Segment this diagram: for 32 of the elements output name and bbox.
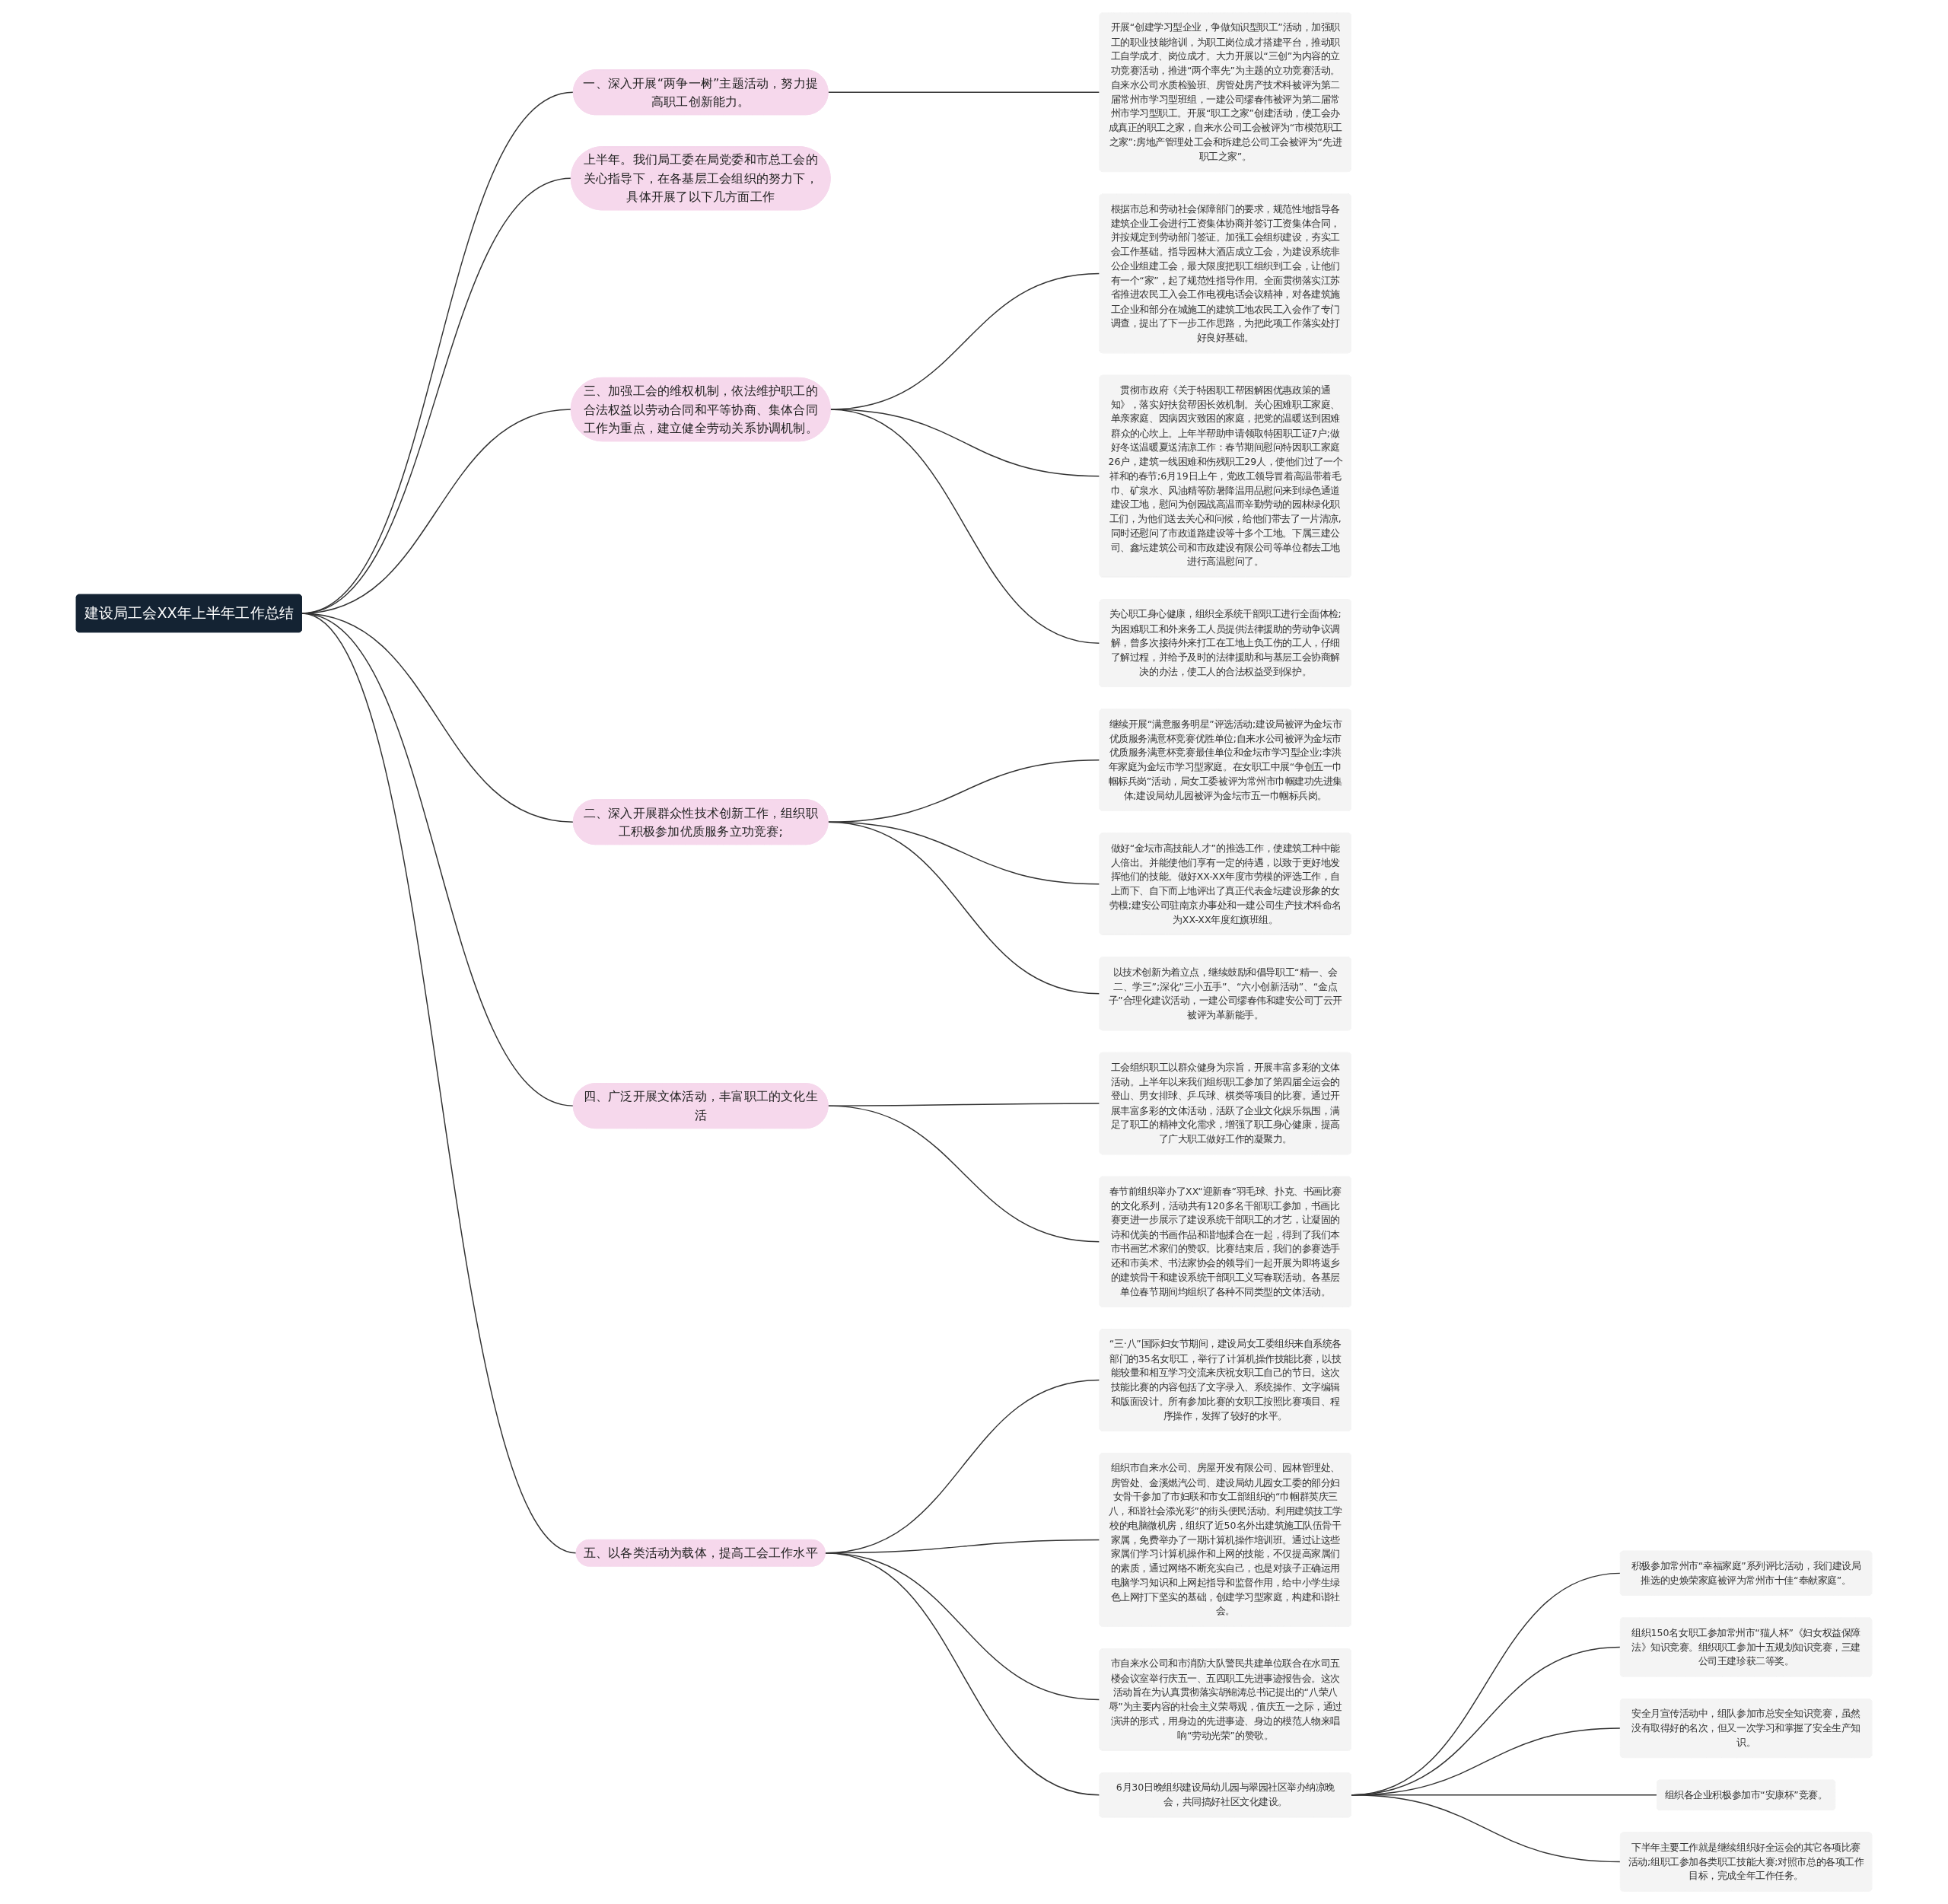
note-card: 组织150名女职工参加常州市“猫人杯”《妇女权益保障法》知识竞赛。组织职工参加十五规划知识竞赛，三建公司王建珍获二等奖。 — [1620, 1617, 1873, 1677]
note-card: 关心职工身心健康，组织全系统干部职工进行全面体检;为困难职工和外来务工人员提供法律援助的劳动争议调解，曾多次接待外来打工在工地上负工伤的工人，仔细了解过程，并给予及时的法律援助和与基层工会协商解决的办法，使工人的合法权益受到保护。 — [1099, 599, 1351, 687]
branch-topic: 三、加强工会的维权机制，依法维护职工的合法权益以劳动合同和平等协商、集体合同工作为重点，建立健全劳动关系协调机制。 — [571, 377, 831, 442]
note-card: 安全月宣传活动中，组队参加市总安全知识竞赛，虽然没有取得好的名次，但又一次学习和掌握了安全生产知识。 — [1620, 1699, 1873, 1758]
note-card: 积极参加常州市“幸福家庭”系列评比活动，我们建设局推选的史焕荣家庭被评为常州市十佳“奉献家庭”。 — [1620, 1550, 1873, 1596]
note-card: 贯彻市政府《关于特困职工帮困解困优惠政策的通知》，落实好扶贫帮困长效机制。关心困难职工家庭、单亲家庭、因病因灾致困的家庭，把党的温暖送到困难群众的心坎上。上年半帮助申请领取特困职工证7户;做好冬送温暖夏送清凉工作：春节期间慰问特因职工家庭26户，建筑一线困难和伤残职工29人，使他们过了一个祥和的春节;6月19日上午，党政工领导冒着高温带着毛巾、矿泉水、风油精等防暑降温用品慰问来到绿色通道建设工地，慰问为创园战高温而辛勤劳动的园林绿化职工们，为他们送去关心和问候，给他们带去了一片清凉,同时还慰问了市政道路建设等十多个工地。下属三建公司、鑫坛建筑公司和市政建设有限公司等单位都去工地进行高温慰问了。 — [1099, 374, 1351, 578]
note-card: 继续开展“满意服务明星”评选活动;建设局被评为金坛市优质服务满意杯竞赛优胜单位;自来水公司被评为金坛市优质服务满意杯竞赛最佳单位和金坛市学习型企业;李洪年家庭为金坛市学习型家庭。在女职工中展“争创五一巾帼标兵岗”活动，局女工委被评为常州市巾帼建功先进集体;建设局幼儿园被评为金坛市五一巾帼标兵岗。 — [1099, 708, 1351, 811]
note-card: 以技术创新为着立点，继续鼓励和倡导职工“精一、会二、学三”;深化“三小五手”、“六小创新活动”、“金点子”合理化建议活动，一建公司缪春伟和建安公司丁云开被评为革新能手。 — [1099, 957, 1351, 1031]
note-card: 根据市总和劳动社会保障部门的要求，规范性地指导各建筑企业工会进行工资集体协商并签订工资集体合同，并按规定到劳动部门签证。加强工会组织建设，夯实工会工作基础。指导园林大酒店成立工会，为建设系统非公企业组建工会，最大限度把职工组织到工会，让他们有一个“家”，起了规范性指导作用。全面贯彻落实江苏省推进农民工入会工作电视电话会议精神，对各建筑施工企业和部分在城施工的建筑工地农民工入会作了专门调查，提出了下一步工作思路，为把此项工作落实处打好良好基础。 — [1099, 193, 1351, 354]
note-card: “三·八”国际妇女节期间，建设局女工委组织来自系统各部门的35名女职工，举行了计算机操作技能比赛，以技能较量和相互学习交流来庆祝女职工自己的节日。这次技能比赛的内容包括了文字录入、系统操作、文字编辑和版面设计。所有参加比赛的女职工按照比赛项目、程序操作，发挥了较好的水平。 — [1099, 1329, 1351, 1431]
connector-line — [1350, 1794, 1622, 1863]
central-topic: 建设局工会XX年上半年工作总结 — [75, 594, 302, 633]
connector-line — [829, 409, 1100, 644]
note-card: 工会组织职工以群众健身为宗旨，开展丰富多彩的文体活动。上半年以来我们组织职工参加了第四届全运会的登山、男女排球、乒乓球、棋类等项目的比赛。通过开展丰富多彩的文体活动，活跃了企业文化娱乐氛围，满足了职工的精神文化需求，增强了职工身心健康，提高了广大职工做好工作的凝聚力。 — [1099, 1052, 1351, 1155]
note-card: 做好“金坛市高技能人才”的推选工作，使建筑工种中能人倍出。并能使他们享有一定的待遇，以致于更好地发挥他们的技能。做好XX-XX年度市劳模的评选工作，自上而下、自下而上地评出了真正代表金坛建设形象的女劳模;建安公司驻南京办事处和一建公司生产技术科命名为XX-XX年度红旗班组。 — [1099, 833, 1351, 935]
connector-line — [827, 91, 1100, 93]
branch-topic: 二、深入开展群众性技术创新工作，组织职工积极参加优质服务立功竞赛; — [573, 799, 829, 845]
connector-line — [827, 821, 1100, 995]
note-card: 市自来水公司和市消防大队警民共建单位联合在水司五楼会议室举行庆五一、五四职工先进事迹报告会。这次活动旨在为认真贯彻落实胡锦涛总书记提出的“八荣八辱”为主要内容的社会主义荣辱观，值庆五一之际，通过演讲的形式，用身边的先进事迹、身边的模范人物来唱响“劳动光荣”的赞歌。 — [1099, 1648, 1351, 1751]
note-card: 下半年主要工作就是继续组织好全运会的其它各项比赛活动;组职工参加各类职工技能大赛;对照市总的各项工作目标，完成全年工作任务。 — [1620, 1832, 1873, 1892]
note-card: 6月30日晚组织建设局幼儿园与翠园社区举办纳凉晚会，共同搞好社区文化建设。 — [1099, 1772, 1351, 1818]
note-card: 组织各企业积极参加市“安康杯”竞赛。 — [1657, 1779, 1836, 1810]
note-card: 开展“创建学习型企业，争做知识型职工”活动，加强职工的职业技能培训，为职工岗位成才搭建平台，推动职工自学成才、岗位成才。大力开展以“三创”为内容的立功竞赛活动，推进“两个率先”为主题的立功竞赛活动。自来水公司水质检验班、房管处房产技术科被评为第二届常州市学习型班组，一建公司缪春伟被评为第二届常州市学习型职工。开展“职工之家”创建活动，使工会办成真正的职工之家，自来水公司工会被评为“市模范职工之家”;房地产管理处工会和拆建总公司工会被评为“先进职工之家”。 — [1099, 12, 1351, 172]
note-card: 组织市自来水公司、房屋开发有限公司、园林管理处、房管处、金溪燃汽公司、建设局幼儿园女工委的部分妇女骨干参加了市妇联和市女工部组织的“巾帼群英庆三八，和谐社会添光彩”的街头便民活动。利用建筑技工学校的电脑微机房，组织了近50名外出建筑施工队伍骨干家属，免费举办了一期计算机操作培训班。通过让这些家属们学习计算机操作和上网的技能，不仅提高家属们的素质，通过网络不断充实自己，也是对孩子正确运用电脑学习知识和上网起指导和监督作用，给中小学生绿色上网打下坚实的基础，创建学习型家庭，构建和谐社会。 — [1099, 1453, 1351, 1627]
branch-topic: 上半年。我们局工委在局党委和市总工会的关心指导下，在各基层工会组织的努力下，具体开展了以下几方面工作 — [571, 146, 831, 211]
branch-topic: 一、深入开展“两争一树”主题活动，努力提高职工创新能力。 — [573, 69, 829, 116]
note-card: 春节前组织举办了XX“迎新春”羽毛球、扑克、书画比赛的文化系列，活动共有120多名干部职工参加，书画比赛更进一步展示了建设系统干部职工的才艺，让凝固的诗和优美的书画作品和谐地揉合在一起，得到了我们本市书画艺术家们的赞叹。比赛结束后，我们的参赛选手还和市美术、书法家协会的领导们一起开展为即将返乡的建筑骨干和建设系统干部职工义写春联活动。各基层单位春节期间均组织了各种不同类型的文体活动。 — [1099, 1176, 1351, 1307]
branch-topic: 五、以各类活动为载体，提高工会工作水平 — [575, 1539, 826, 1567]
branch-topic: 四、广泛开展文体活动，丰富职工的文化生活 — [573, 1083, 829, 1129]
connector-line — [827, 821, 1100, 885]
connector-line — [827, 1105, 1100, 1243]
connector-line — [824, 1552, 1100, 1796]
